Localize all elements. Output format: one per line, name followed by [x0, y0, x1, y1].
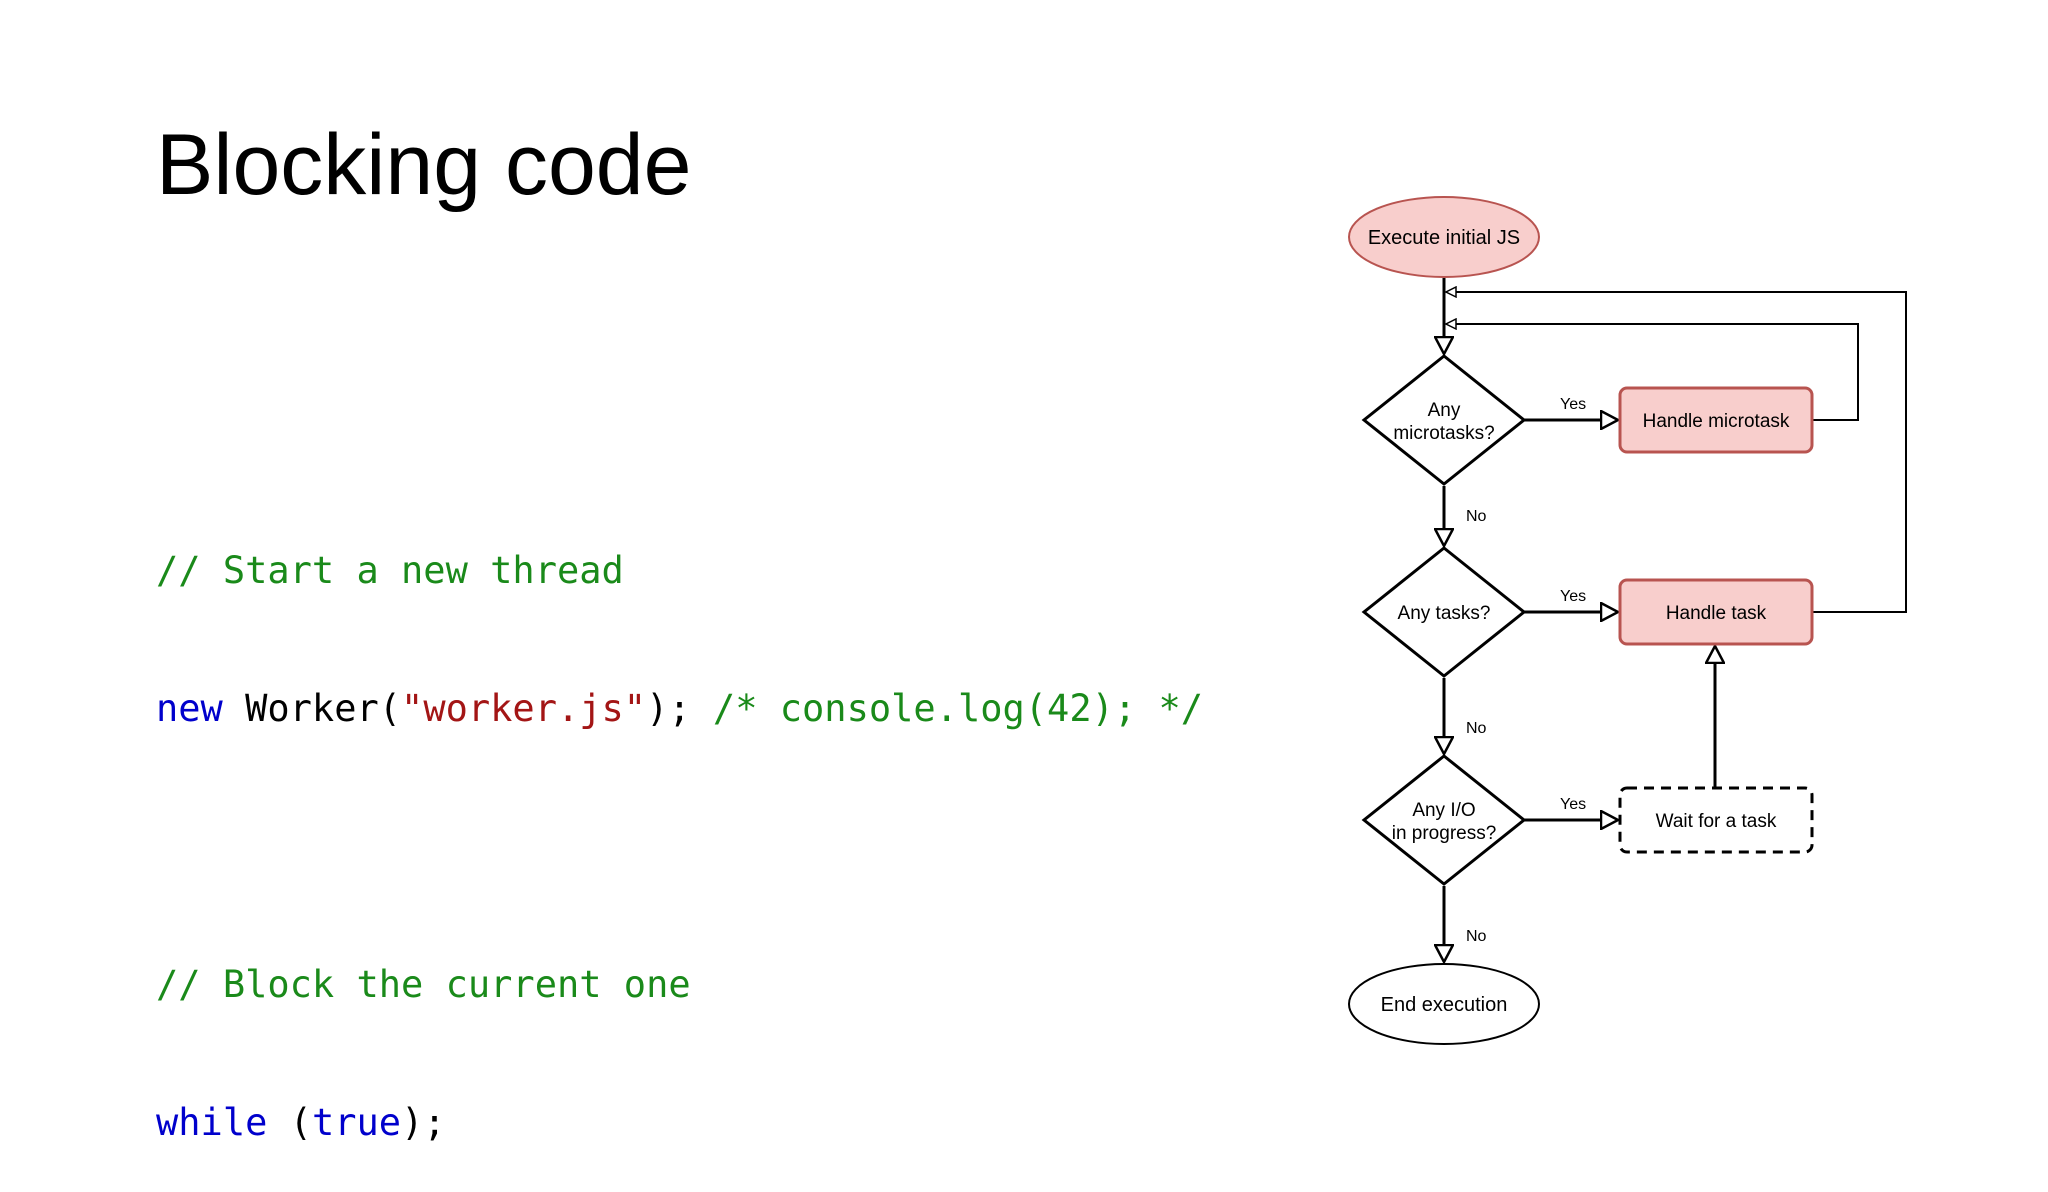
end-node-label: End execution [1381, 994, 1508, 1016]
code-keyword: new [156, 687, 223, 730]
decision-microtasks-line2: microtasks? [1393, 423, 1494, 444]
label-yes-tasks: Yes [1560, 588, 1586, 605]
decision-microtasks-line1: Any [1428, 400, 1461, 421]
code-comment: /* console.log(42); */ [712, 687, 1203, 730]
event-loop-flowchart: Yes No Yes No Yes No Execute initial JS … [1348, 196, 1907, 1045]
edge-microtask-loop [1446, 324, 1859, 421]
code-keyword: while [156, 1101, 268, 1144]
edge-task-loop [1446, 292, 1907, 613]
code-block: // Start a new thread new Worker("worker… [156, 456, 1203, 1192]
start-node: Execute initial JS [1348, 196, 1540, 278]
code-class: Worker( [222, 687, 402, 730]
decision-io-line1: Any I/O [1412, 800, 1475, 821]
label-no-tasks: No [1466, 720, 1487, 737]
decision-tasks: Any tasks? [1361, 546, 1527, 678]
code-line-4: // Block the current one [156, 962, 1203, 1008]
flow-edges [1444, 278, 1907, 962]
code-line-5: while (true); [156, 1100, 1203, 1146]
decision-io: Any I/O in progress? [1361, 754, 1527, 886]
code-line-2: new Worker("worker.js"); /* console.log(… [156, 686, 1203, 732]
label-yes-microtasks: Yes [1560, 396, 1586, 413]
handle-task-label: Handle task [1666, 603, 1767, 624]
code-punct: ); [401, 1101, 446, 1144]
slide-title: Blocking code [156, 117, 692, 213]
handle-microtask-node: Handle microtask [1618, 386, 1814, 454]
decision-microtasks: Any microtasks? [1361, 354, 1527, 486]
start-node-label: Execute initial JS [1368, 227, 1520, 249]
wait-task-node: Wait for a task [1618, 786, 1814, 854]
label-no-microtasks: No [1466, 508, 1487, 525]
code-punct: ); [646, 687, 713, 730]
handle-microtask-label: Handle microtask [1643, 411, 1790, 432]
code-value: true [311, 1101, 402, 1144]
handle-task-node: Handle task [1618, 578, 1814, 646]
code-punct: ( [267, 1101, 312, 1144]
decision-io-line2: in progress? [1392, 823, 1497, 844]
code-string: "worker.js" [401, 687, 647, 730]
code-comment: // Block the current one [156, 963, 691, 1006]
label-yes-io: Yes [1560, 796, 1586, 813]
label-no-io: No [1466, 928, 1487, 945]
end-node: End execution [1348, 963, 1540, 1045]
wait-task-label: Wait for a task [1656, 811, 1777, 832]
code-comment: // Start a new thread [156, 549, 624, 592]
code-line-1: // Start a new thread [156, 548, 1203, 594]
decision-tasks-label: Any tasks? [1398, 603, 1491, 624]
